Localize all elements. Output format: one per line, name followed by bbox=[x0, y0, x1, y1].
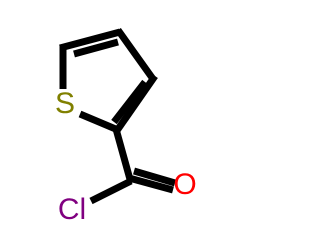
bond-c4-c3 bbox=[115, 27, 156, 82]
bond-carbonyl-oxygen-second bbox=[133, 167, 176, 187]
bond-c5-c4-inner bbox=[73, 38, 119, 58]
sulfur-atom-label: S bbox=[55, 87, 75, 120]
bond-c5-c4 bbox=[59, 28, 121, 52]
chlorine-atom-label: Cl bbox=[58, 193, 86, 226]
bond-c2-s bbox=[78, 110, 120, 134]
bond-carbonyl-oxygen bbox=[128, 174, 174, 194]
bond-c2-carbonyl bbox=[112, 128, 135, 184]
bond-carbonyl-chlorine bbox=[89, 177, 133, 205]
thiophene-2-carbonyl-chloride-structure: S O Cl bbox=[55, 27, 197, 226]
oxygen-atom-label: O bbox=[173, 168, 196, 201]
bond-c3-c2 bbox=[113, 73, 158, 135]
bond-c3-c2-inner bbox=[111, 79, 148, 125]
